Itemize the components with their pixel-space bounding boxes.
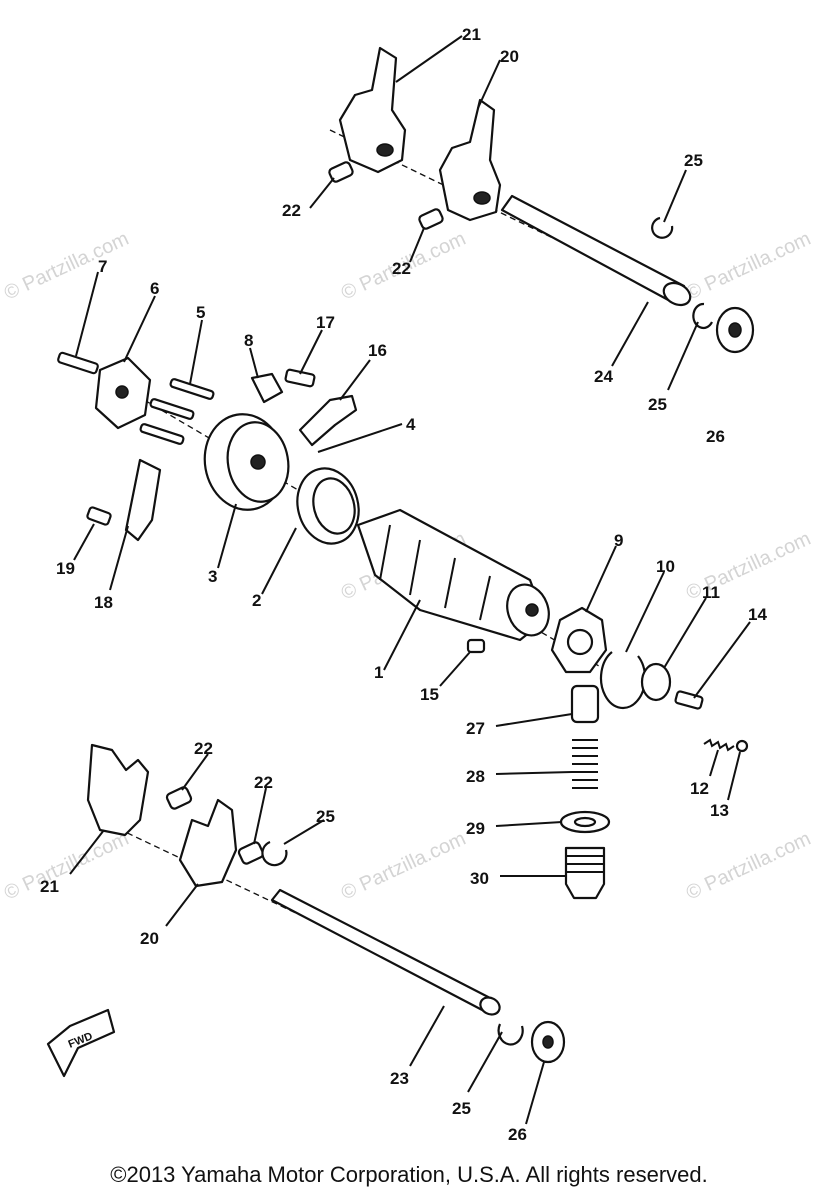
drum-grooves [379,524,491,621]
watermark: © Partzilla.com [683,228,814,305]
guide-pin-22 [328,161,354,183]
callout-1: 1 [374,663,383,682]
shaft-end [479,996,501,1016]
callout-26: 26 [508,1125,527,1144]
leader-lines [69,35,751,1125]
callout-26: 26 [706,427,725,446]
callout-28: 28 [466,767,485,786]
shift-fork-21 [338,46,407,174]
callout-16: 16 [368,341,387,360]
callout-18: 18 [94,593,113,612]
fork-bore [473,191,491,205]
callout-4: 4 [406,415,416,434]
shift-fork-20 [438,98,502,222]
callout-20: 20 [140,929,159,948]
callout-8: 8 [244,331,253,350]
bolt-14 [674,690,704,710]
cam-center [566,628,594,656]
cam-bore [250,454,266,470]
copyright-footer: ©2013 Yamaha Motor Corporation, U.S.A. A… [110,1162,708,1187]
stopper-lever-18 [124,458,162,542]
drum-end-bore [525,603,539,617]
callout-22: 22 [282,201,301,220]
callout-13: 13 [710,801,729,820]
callout-21: 21 [40,877,59,896]
callout-22: 22 [392,259,411,278]
callout-25: 25 [316,807,335,826]
callout-3: 3 [208,567,217,586]
callout-11: 11 [702,583,720,602]
watermark: © Partzilla.com [1,228,132,305]
callout-labels: 21 20 22 22 25 24 25 26 7 6 5 8 17 16 4 … [40,25,767,1144]
ball-13 [735,739,749,753]
circlip-25 [692,302,713,330]
callout-6: 6 [150,279,159,298]
callout-15: 15 [420,685,439,704]
drum-axis [109,379,641,691]
pin-5 [139,423,185,445]
spring-28 [572,739,598,789]
guide-pin-22 [418,208,444,230]
callout-5: 5 [196,303,205,322]
callout-19: 19 [56,559,75,578]
collar-bore [728,322,742,338]
shift-fork-21 [86,743,150,837]
callout-12: 12 [690,779,709,798]
shaft-end [662,281,692,307]
callout-27: 27 [466,719,485,738]
callout-22: 22 [194,739,213,758]
callout-14: 14 [748,605,767,624]
callout-29: 29 [466,819,485,838]
watermark: © Partzilla.com [338,828,469,905]
callout-7: 7 [98,257,107,276]
callout-25: 25 [452,1099,471,1118]
pin-5 [169,378,215,400]
callout-9: 9 [614,531,623,550]
pin-5 [149,398,195,420]
watermark: © Partzilla.com [1,828,132,905]
shift-drum-assembly [57,351,749,900]
plunger-27 [570,684,600,724]
callout-21: 21 [462,25,481,44]
spring-12 [703,738,735,752]
shift-fork-shaft-23 [270,888,496,1014]
guide-pin-22 [237,841,265,865]
circlip-25 [651,216,674,239]
callout-2: 2 [252,591,261,610]
callout-30: 30 [470,869,489,888]
lever-16 [298,394,358,447]
callout-22: 22 [254,773,273,792]
callout-24: 24 [594,367,613,386]
callout-25: 25 [684,151,703,170]
callout-10: 10 [656,557,675,576]
shift-fork-shaft-24 [500,194,686,304]
bearing-race [312,477,356,535]
washer-11 [640,662,672,702]
gasket-hole [573,816,597,828]
part-8 [250,372,284,404]
bottom-fork-assembly: FWD [46,743,566,1078]
circlip-25 [497,1023,524,1046]
callout-17: 17 [316,313,335,332]
circlip-25 [261,840,288,867]
pin-15 [466,638,486,654]
fwd-arrow-icon [46,1008,116,1078]
top-fork-assembly [328,46,755,354]
plate-hole [115,385,129,399]
collar-bore [542,1035,554,1049]
bolt-7 [57,351,99,375]
guide-pin-22 [165,786,193,810]
callout-23: 23 [390,1069,409,1088]
callout-20: 20 [500,47,519,66]
fork-bore [376,143,394,157]
plug-thread [566,855,604,873]
circlip-10 [599,651,647,710]
bolt-19 [86,506,112,526]
watermark: © Partzilla.com [683,828,814,905]
callout-25: 25 [648,395,667,414]
shift-fork-20 [178,798,238,888]
